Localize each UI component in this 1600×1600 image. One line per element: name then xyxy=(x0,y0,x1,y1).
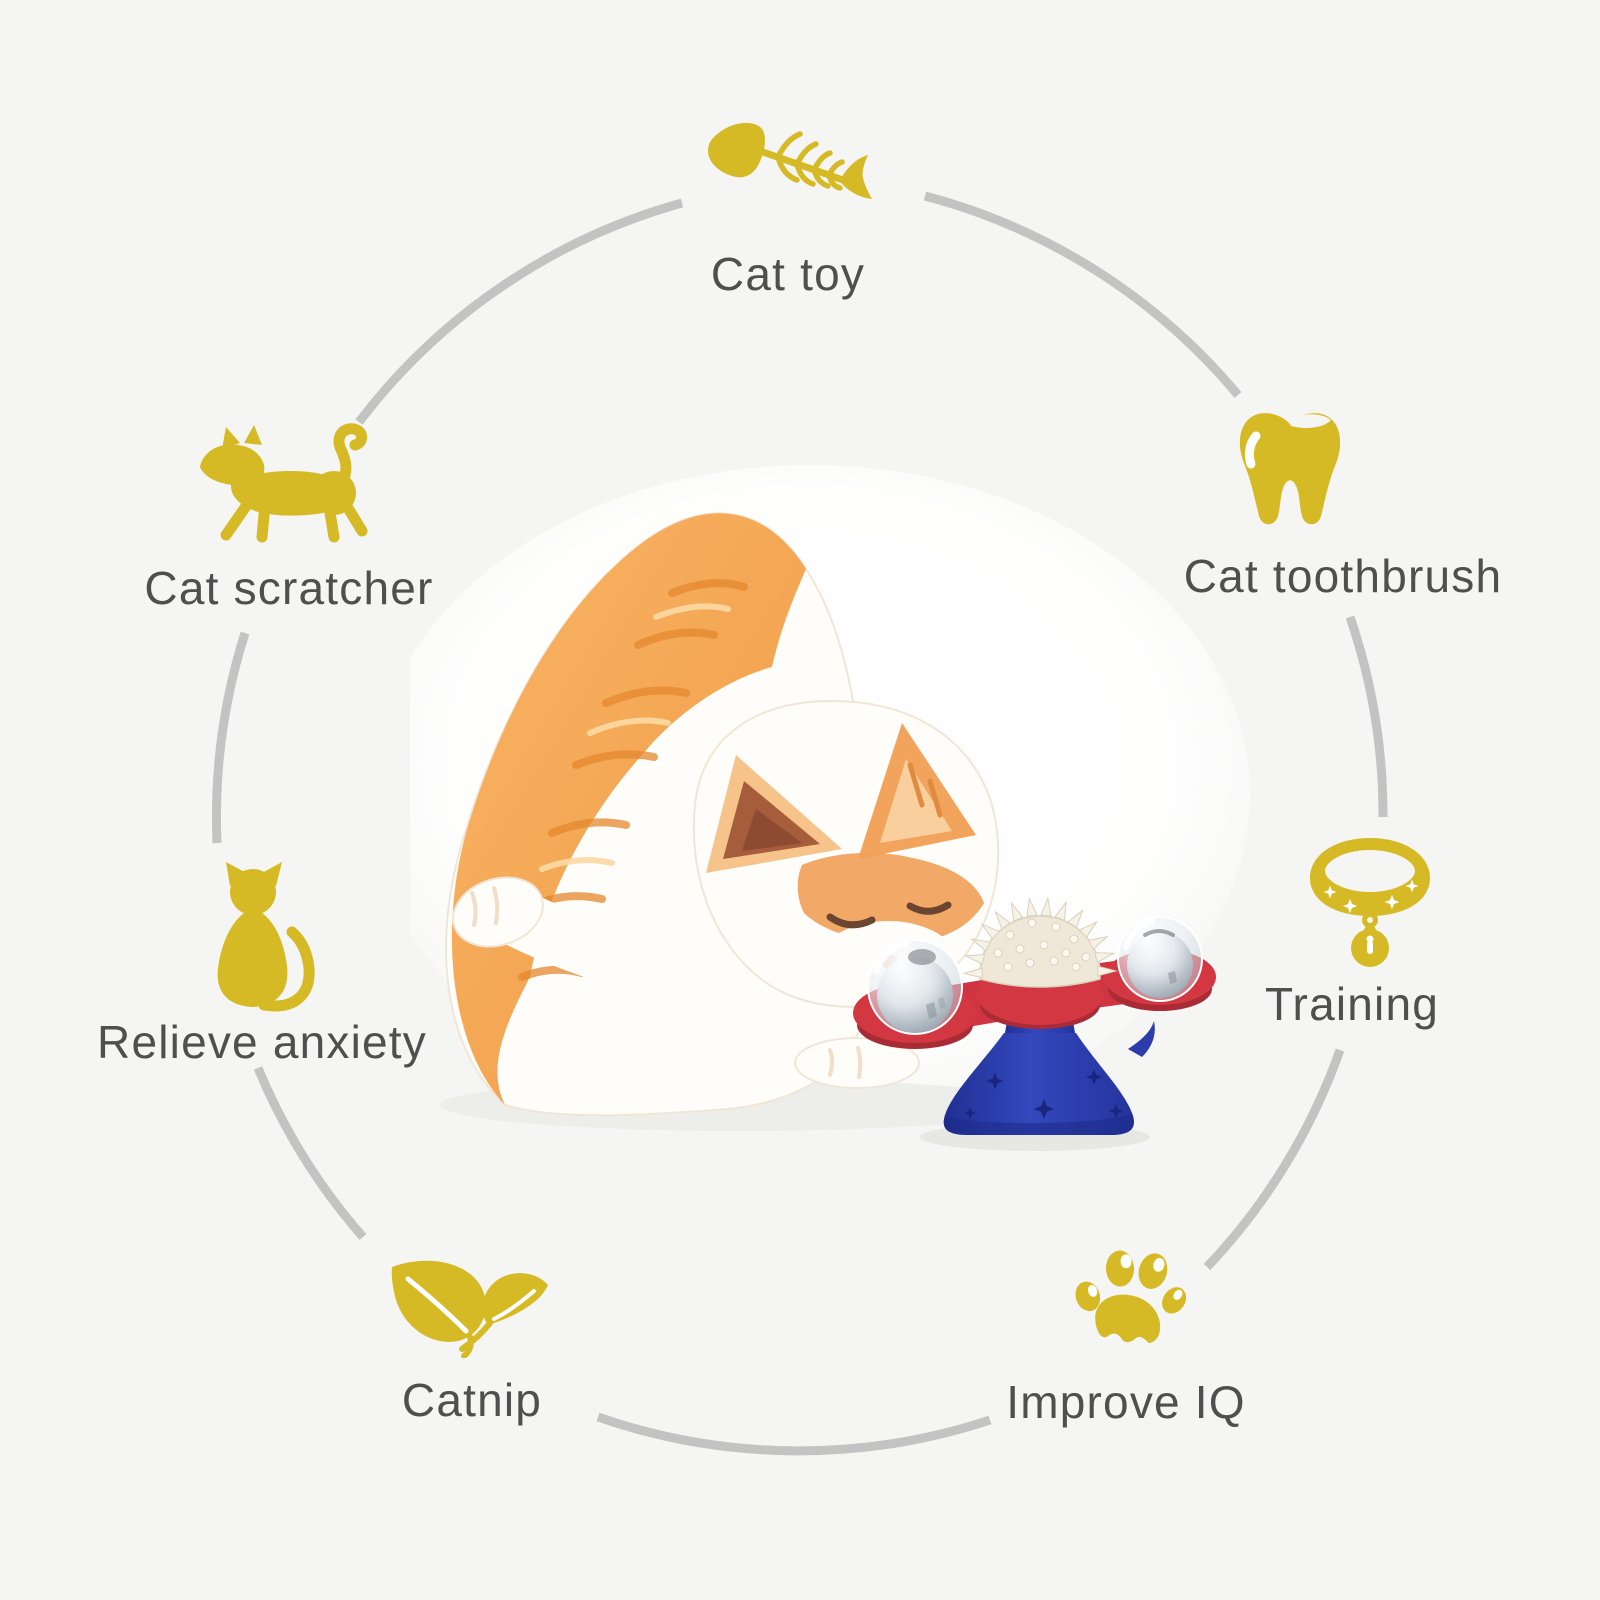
feature-label: Cat toothbrush xyxy=(1183,550,1503,602)
ring-arc xyxy=(923,191,1242,398)
ring-arc xyxy=(1203,1048,1345,1271)
clear-dome xyxy=(1117,916,1203,1002)
ring-arc xyxy=(253,1066,367,1240)
clear-dome xyxy=(867,939,963,1035)
catnip-leaves-icon xyxy=(391,1260,548,1358)
spikes xyxy=(962,896,1118,979)
ring-arc xyxy=(596,1412,992,1456)
windmill-toy xyxy=(853,896,1216,1151)
feature-label: Cat toy xyxy=(710,248,866,300)
pet-collar-icon xyxy=(1310,838,1430,967)
feature-label: Cat scratcher xyxy=(144,562,434,614)
ring-arc xyxy=(355,198,684,425)
paw-print-icon xyxy=(1075,1250,1186,1344)
feature-label: Improve IQ xyxy=(1006,1376,1246,1428)
fish-skeleton-icon xyxy=(708,122,872,199)
ring-arc xyxy=(211,631,250,844)
feature-label: Relieve anxiety xyxy=(97,1016,427,1068)
feature-label: Training xyxy=(1264,978,1440,1030)
walking-cat-icon xyxy=(200,423,368,543)
sitting-cat-icon xyxy=(217,862,315,1012)
ring-arc xyxy=(1345,615,1388,818)
feature-label: Catnip xyxy=(401,1374,543,1426)
product-photo xyxy=(410,465,1250,1151)
tooth-icon xyxy=(1239,413,1341,525)
kitten-illustration xyxy=(440,512,1040,1131)
